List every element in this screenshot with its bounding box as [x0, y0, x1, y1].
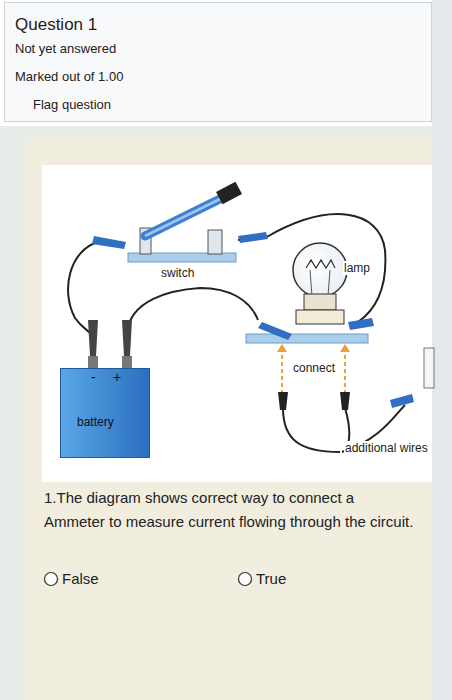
option-label: True [256, 570, 286, 588]
question-number: Question 1 [15, 15, 97, 35]
status-text: Not yet answered [15, 41, 116, 57]
terminal-sign: + [113, 369, 121, 386]
question-info-box: Question 1 Not yet answeredMarked out of … [4, 2, 432, 122]
flag-link: Flag question [33, 97, 111, 113]
question-text: 1.The diagram shows correct way to conne… [44, 486, 416, 534]
component-label: battery [77, 415, 114, 429]
battery-body: -+ battery [60, 368, 150, 458]
component-label: switch [160, 266, 195, 280]
mark-text: Marked out of 1.00 [15, 69, 123, 85]
component-label: lamp [343, 261, 371, 275]
component-label: additional wires [344, 441, 429, 455]
component-label: connect [292, 361, 336, 375]
option-label: False [62, 570, 99, 588]
terminal-sign: - [91, 369, 96, 386]
question-panel: 1.The diagram shows correct way to conne… [26, 138, 432, 700]
